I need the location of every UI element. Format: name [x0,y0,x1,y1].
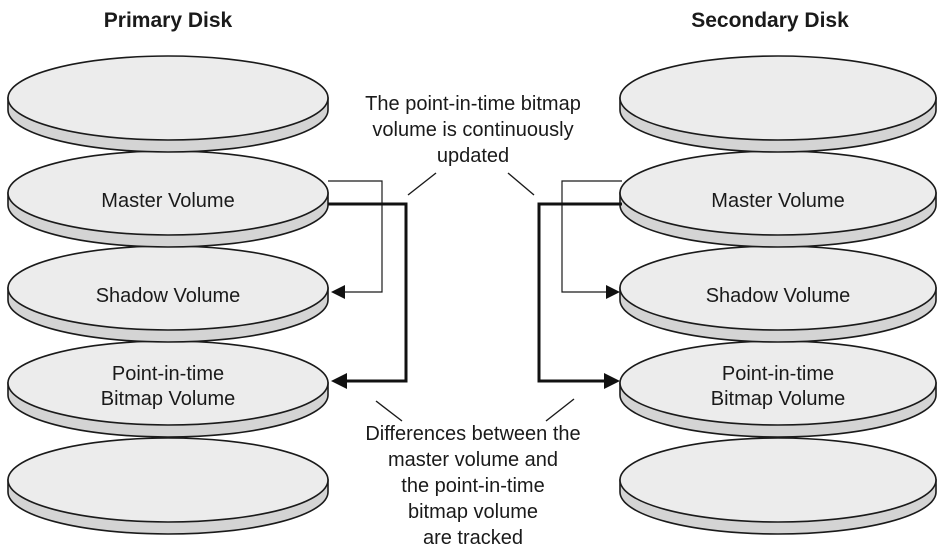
secondary-master-label: Master Volume [711,190,844,212]
secondary-bitmap-arrowhead [604,373,620,389]
primary-master-to-bitmap-line [328,202,408,383]
bottom-annotation-line4: bitmap volume [408,501,538,523]
top-annotation-line1: The point-in-time bitmap [365,93,581,115]
secondary-platter-master: Master Volume [619,150,937,248]
secondary-master-to-shadow-line [561,180,622,293]
bottom-leader-right [545,398,575,422]
bottom-leader-left [375,400,403,422]
primary-platter-empty-bottom [7,437,329,535]
primary-platter-master: Master Volume [7,150,329,248]
primary-bitmap-arrowhead [331,373,347,389]
bottom-annotation-line3: the point-in-time [401,475,544,497]
secondary-disk-title: Secondary Disk [691,9,849,32]
primary-disk-title: Primary Disk [104,9,233,32]
secondary-shadow-label: Shadow Volume [706,285,851,307]
primary-shadow-arrowhead [331,285,345,299]
primary-platter-bitmap: Point-in-time Bitmap Volume [7,340,329,438]
top-leader-right [507,172,535,196]
secondary-platter-bitmap: Point-in-time Bitmap Volume [619,340,937,438]
secondary-bitmap-label-line2: Bitmap Volume [711,388,846,410]
secondary-disk-stack: Point-in-time Bitmap Volume Shadow Volum… [619,55,937,535]
bottom-annotation-line1: Differences between the [365,423,580,445]
top-annotation-line2: volume is continuously [372,119,573,141]
primary-platter-empty-top [7,55,329,153]
secondary-platter-empty-bottom [619,437,937,535]
top-leader-left [407,172,437,196]
primary-master-label: Master Volume [101,190,234,212]
bottom-annotation: Differences between the master volume an… [365,423,580,549]
primary-bitmap-label-line2: Bitmap Volume [101,388,236,410]
primary-master-to-shadow-line [328,180,383,293]
primary-platter-shadow: Shadow Volume [7,245,329,343]
secondary-master-to-bitmap-line [537,202,622,383]
secondary-bitmap-label-line1: Point-in-time [722,363,834,385]
secondary-shadow-arrowhead [606,285,620,299]
primary-bitmap-label-line1: Point-in-time [112,363,224,385]
top-annotation: The point-in-time bitmap volume is conti… [365,93,581,167]
bottom-annotation-line2: master volume and [388,449,558,471]
bottom-annotation-line5: are tracked [423,527,523,549]
secondary-platter-shadow: Shadow Volume [619,245,937,343]
primary-shadow-label: Shadow Volume [96,285,241,307]
secondary-platter-empty-top [619,55,937,153]
primary-disk-stack: Point-in-time Bitmap Volume Shadow Volum… [7,55,329,535]
top-annotation-line3: updated [437,145,509,167]
